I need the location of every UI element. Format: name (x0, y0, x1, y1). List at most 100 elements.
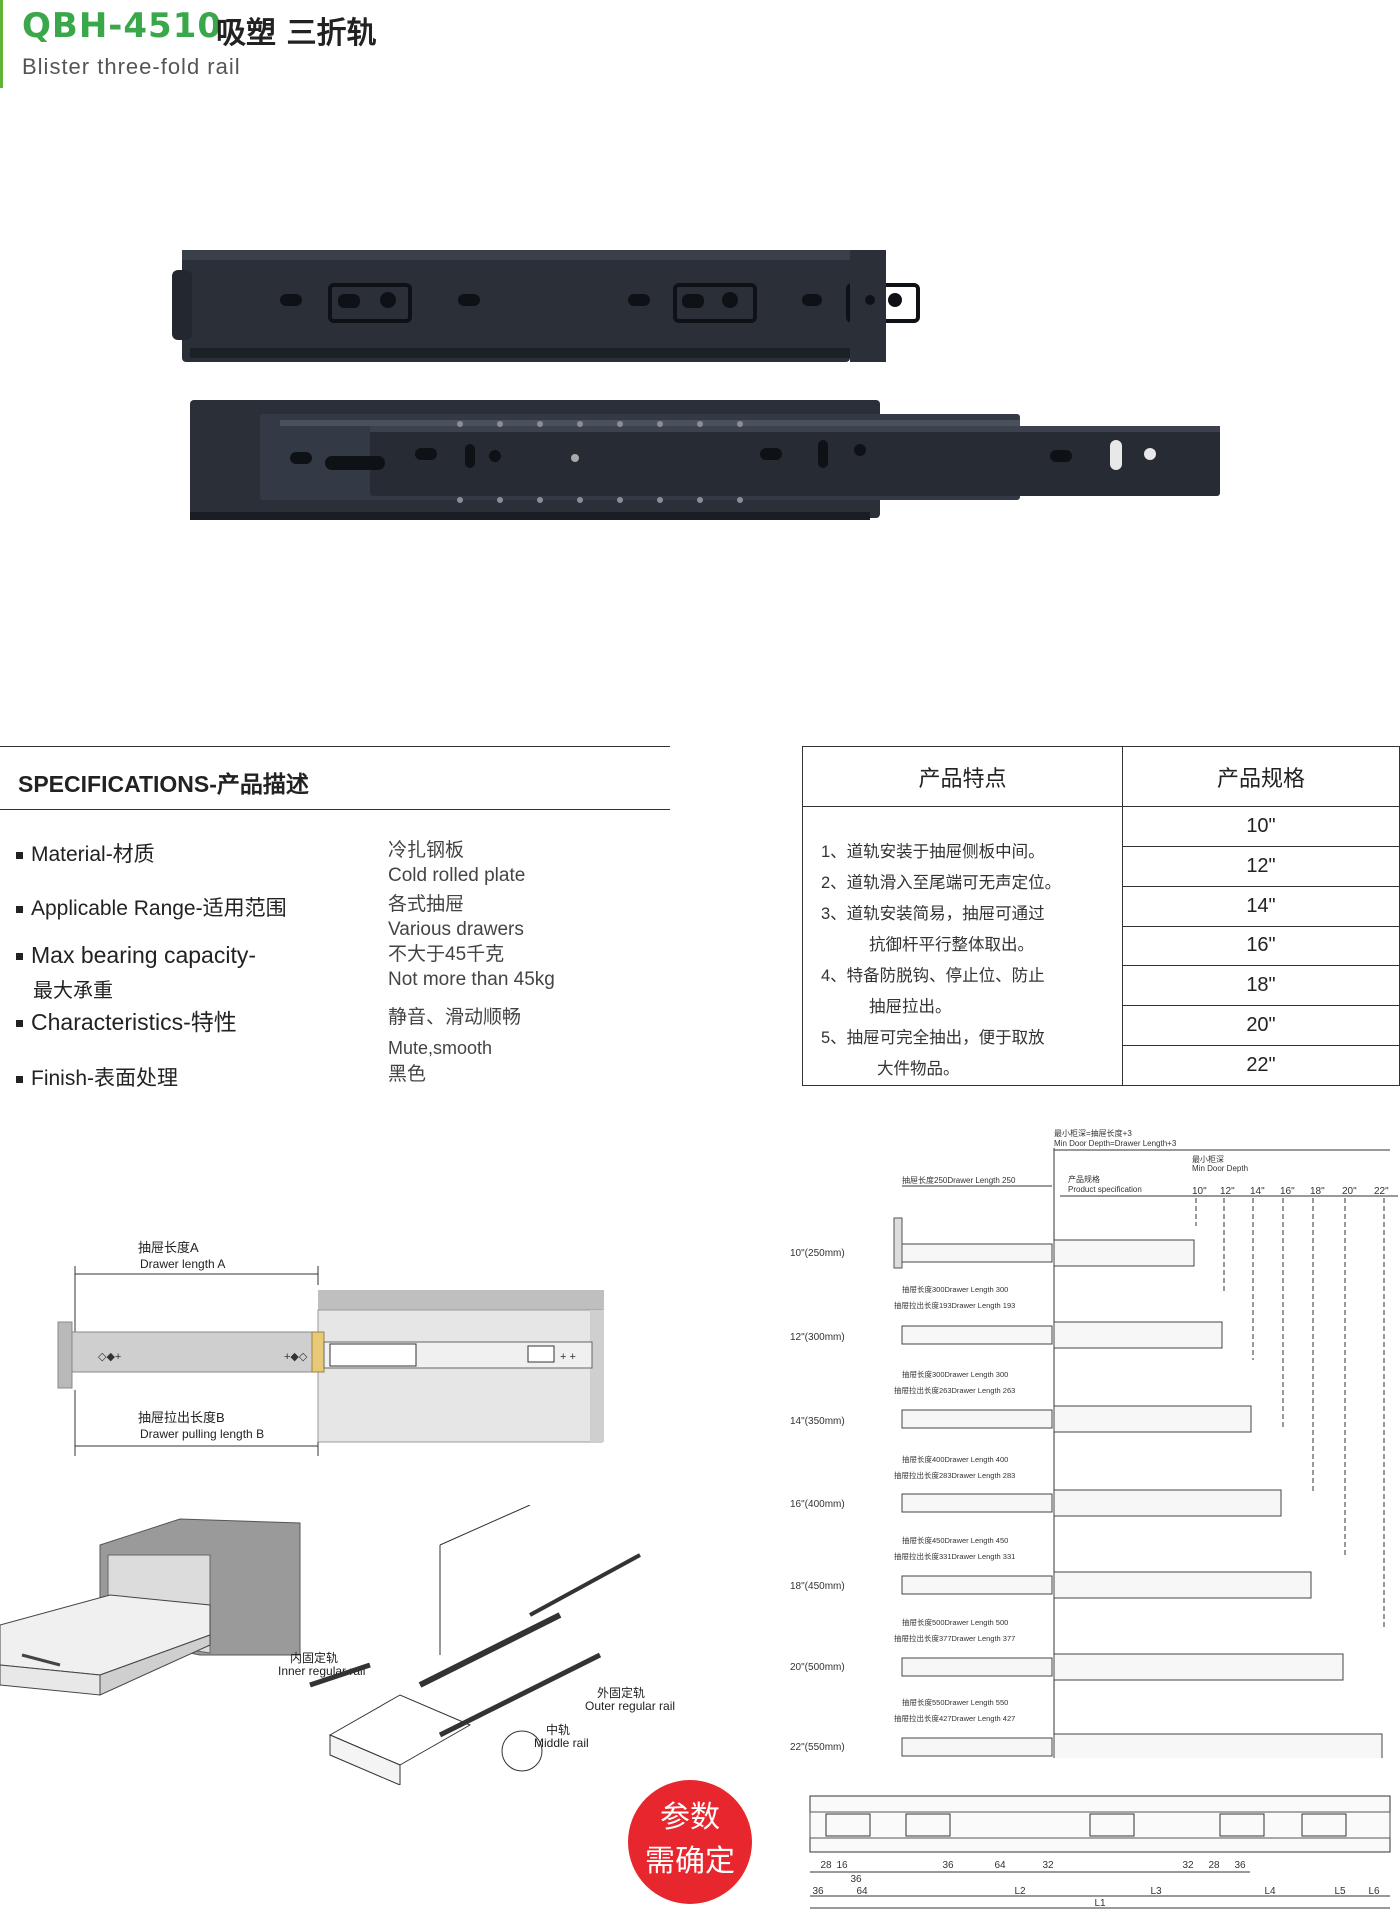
size-col: 20" (1342, 1186, 1357, 1197)
spec-en: Product specification (1068, 1185, 1142, 1194)
spec-value-cn: 不大于45千克 (388, 944, 505, 965)
header: QBH-4510 吸塑 三折轨 Blister three-fold rail (0, 0, 700, 88)
spec-value-en: Cold rolled plate (388, 865, 526, 886)
dim-top: 36 (850, 1874, 862, 1885)
bullet-icon (16, 1020, 23, 1028)
features-list: 1、道轨安装于抽屉侧板中间。 2、道轨滑入至尾端可无声定位。 3、道轨安装简易，… (802, 806, 1123, 1086)
dim-bottom: L1 (1094, 1898, 1106, 1909)
row-pull: 抽屉拉出长度193Drawer Length 193 (894, 1300, 1015, 1310)
row-label: 12"(300mm) (790, 1332, 845, 1343)
dim-bottom: 36 (812, 1886, 824, 1897)
spec-label-2: 最大承重 (33, 980, 113, 1002)
spec-label: Material-材质 (31, 843, 155, 866)
spec-cn: 产品规格 (1068, 1174, 1100, 1184)
dim-top: 64 (994, 1860, 1006, 1871)
row-label: 22"(550mm) (790, 1742, 845, 1753)
row-pull: 抽屉拉出长度283Drawer Length 283 (894, 1470, 1015, 1480)
size-col: 10" (1192, 1186, 1207, 1197)
product-photo (172, 250, 1220, 520)
dim-bottom: L3 (1150, 1886, 1162, 1897)
dim-top: 28 (1208, 1860, 1220, 1871)
installation-diagram: 内固定轨 Inner regular rail 外固定轨 Outer regul… (0, 1505, 675, 1785)
size-cell: 12" (1122, 845, 1400, 887)
spec-value-en: Not more than 45kg (388, 969, 555, 990)
row-pull: 抽屉拉出长度427Drawer Length 427 (894, 1713, 1015, 1723)
spec-value-en: Various drawers (388, 919, 524, 940)
size-cell: 18" (1122, 965, 1400, 1007)
dim-top: 36 (1234, 1860, 1246, 1871)
parameter-stamp: 参数 需确定 (628, 1780, 752, 1904)
svg-text:+ +: + + (560, 1351, 576, 1363)
specifications-title: SPECIFICATIONS-产品描述 (0, 746, 670, 810)
size-cell: 14" (1122, 885, 1400, 927)
svg-text:◇◆+: ◇◆+ (98, 1351, 121, 1363)
row-pull: 抽屉拉出长度331Drawer Length 331 (894, 1551, 1015, 1561)
row-label: 10"(250mm) (790, 1248, 845, 1259)
dim-bottom: 64 (856, 1886, 868, 1897)
title-en: Blister three-fold rail (22, 54, 241, 79)
spec-value-cn: 黑色 (388, 1064, 427, 1085)
size-col: 18" (1310, 1186, 1325, 1197)
row-length: 抽屉长度500Drawer Length 500 (902, 1617, 1008, 1627)
drawer-length-diagram: 抽屉长度A Drawer length A ◇◆+ +◆◇ + + 抽屉拉出长度… (57, 1240, 604, 1456)
size-cell: 16" (1122, 925, 1400, 967)
stamp-line-2: 需确定 (645, 1844, 735, 1879)
hole-dimension-diagram: 28 16 36 36 64 32 32 28 36 36 64 L2 L3 L… (809, 1795, 1391, 1909)
svg-text:+◆◇: +◆◇ (284, 1351, 308, 1363)
feature-line: 4、特备防脱钩、停止位、防止 (821, 967, 1045, 985)
feature-line: 1、道轨安装于抽屉侧板中间。 (821, 843, 1045, 861)
middle-label-en: Middle rail (534, 1736, 589, 1750)
spec-label: Characteristics-特性 (31, 1009, 237, 1035)
bullet-icon (16, 905, 23, 913)
spec-label: Max bearing capacity- (31, 942, 256, 968)
size-cell: 22" (1122, 1045, 1400, 1086)
dim-top: 28 (820, 1860, 832, 1871)
spec-value-en: Mute,smooth (388, 1038, 493, 1058)
title-cn: 吸塑 三折轨 (216, 16, 377, 51)
min-depth-cn: 最小柜深=抽屉长度+3 (1054, 1128, 1132, 1138)
inner-label-cn: 内固定轨 (290, 1650, 338, 1665)
dim-top: 32 (1042, 1860, 1054, 1871)
bullet-icon (16, 953, 23, 961)
dim-bottom: L5 (1334, 1886, 1346, 1897)
size-col: 16" (1280, 1186, 1295, 1197)
label-b-en: Drawer pulling length B (140, 1427, 264, 1441)
dim-bottom: L4 (1264, 1886, 1276, 1897)
sizes-header: 产品规格 (1122, 746, 1400, 807)
dim-top: 36 (942, 1860, 954, 1871)
row-length: 抽屉长度450Drawer Length 450 (902, 1535, 1008, 1545)
feature-line: 3、道轨安装简易，抽屉可通过 (821, 905, 1045, 923)
model-number: QBH-4510 (22, 6, 223, 46)
bullet-icon (16, 851, 23, 859)
spec-value-cn: 静音、滑动顺畅 (388, 1007, 522, 1028)
spec-value-cn: 冷扎钢板 (388, 840, 465, 861)
size-cell: 20" (1122, 1005, 1400, 1047)
feature-line: 5、抽屉可完全抽出，便于取放 (821, 1029, 1045, 1047)
min-depth-en: Min Door Depth=Drawer Length+3 (1054, 1139, 1177, 1148)
row-pull: 抽屉拉出长度377Drawer Length 377 (894, 1633, 1015, 1643)
size-col: 22" (1374, 1186, 1389, 1197)
feature-line: 抗御杆平行整体取出。 (869, 936, 1034, 954)
feature-line: 大件物品。 (877, 1060, 960, 1078)
min-door-en: Min Door Depth (1192, 1164, 1248, 1173)
outer-label-en: Outer regular rail (585, 1699, 675, 1713)
row-pull: 抽屉拉出长度263Drawer Length 263 (894, 1385, 1015, 1395)
row-length: 抽屉长度550Drawer Length 550 (902, 1697, 1008, 1707)
dim-bottom: L6 (1368, 1886, 1380, 1897)
size-chart-diagram: 最小柜深=抽屉长度+3 Min Door Depth=Drawer Length… (790, 1128, 1398, 1758)
stamp-line-1: 参数 (660, 1800, 720, 1835)
row-label: 14"(350mm) (790, 1416, 845, 1427)
row-label: 18"(450mm) (790, 1581, 845, 1592)
feature-line: 抽屉拉出。 (869, 998, 952, 1016)
middle-label-cn: 中轨 (546, 1722, 570, 1737)
drawer-250-label: 抽屉长度250Drawer Length 250 (902, 1175, 1016, 1185)
spec-value-cn: 各式抽屉 (388, 894, 465, 915)
row-length: 抽屉长度400Drawer Length 400 (902, 1454, 1008, 1464)
min-door-cn: 最小柜深 (1192, 1154, 1224, 1164)
label-b-cn: 抽屉拉出长度B (138, 1410, 225, 1425)
features-table: 产品特点 产品规格 1、道轨安装于抽屉侧板中间。 2、道轨滑入至尾端可无声定位。… (802, 746, 1400, 1086)
row-length: 抽屉长度300Drawer Length 300 (902, 1369, 1008, 1379)
size-col: 12" (1220, 1186, 1235, 1197)
feature-line: 2、道轨滑入至尾端可无声定位。 (821, 874, 1062, 892)
row-label: 16"(400mm) (790, 1499, 845, 1510)
